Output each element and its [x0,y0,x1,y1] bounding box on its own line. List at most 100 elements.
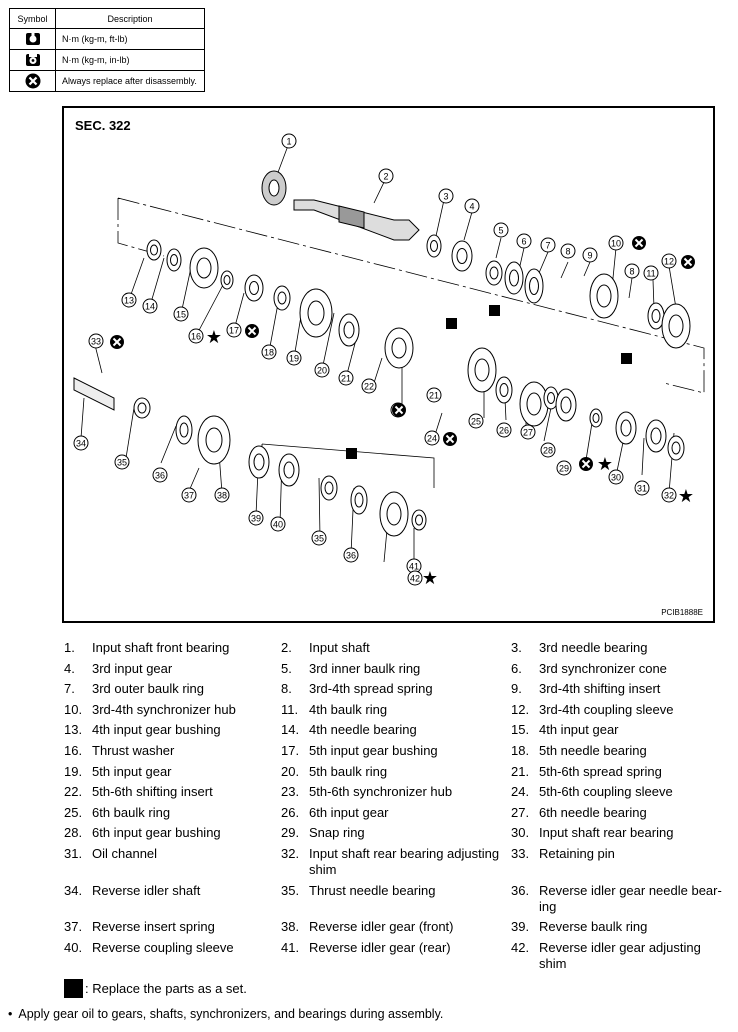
svg-text:16: 16 [191,332,201,342]
part-item: 24.5th-6th coupling sleeve [511,784,728,800]
part-ring-bore [415,514,423,526]
part-name: Reverse coupling sleeve [92,939,234,955]
always-replace-icon [110,335,124,349]
callout-19: 19 [286,350,302,366]
part-name: Thrust needle bearing [309,882,436,898]
part-name: Input shaft [309,640,370,655]
always-replace-icon [245,324,259,338]
part-name: Retaining pin [539,845,615,861]
svg-text:33: 33 [91,337,101,347]
part-name: 4th input gear [539,722,619,738]
part-item: 23.5th-6th synchronizer hub [281,784,511,800]
part-ring-bore [668,314,684,338]
part-number: 11. [281,701,299,717]
part-number: 32. [281,845,300,861]
part-name: Thrust washer [92,742,175,758]
legend-text: : Replace the parts as a set. [85,981,247,996]
part-number: 18. [511,742,530,758]
part-number: 21. [511,763,530,779]
part-name: Input shaft front bearing [92,640,230,655]
part-name: 4th input gear bushing [92,722,221,738]
part-item: 39.Reverse baulk ring [511,919,728,935]
part-number: 34. [64,882,83,898]
symbol-table: Symbol Description N·m (kg-m, ft-lb) N·m… [9,8,205,92]
set-marker [446,318,457,329]
part-item: 12.3rd-4th coupling sleeve [511,702,728,718]
part-ring-bore [547,392,555,404]
set-marker [346,448,357,459]
symbol-header: Symbol [9,8,56,29]
callout-34: 34 [73,435,89,451]
part-name: Reverse insert spring [92,919,215,935]
part-item: 15. 4th input gear [511,722,728,738]
always-replace-icon [25,73,40,89]
part-name: 3rd input gear [92,660,173,676]
part-item: 25.6th baulk ring [64,805,281,821]
part-ring-bore [324,481,334,495]
callout-35: 35 [311,530,327,546]
svg-text:30: 30 [611,473,621,483]
part-item: 37.Reverse insert spring [64,919,281,935]
callout-7: 7 [540,237,556,253]
callout-42: 42 [407,570,423,586]
callout-15: 15 [173,306,189,322]
diagram-svg: 1234567891011121314151617181920212223242… [73,133,705,589]
callout-39: 39 [248,510,264,526]
part-item: 6.3rd synchronizer cone [511,661,728,677]
svg-text:8: 8 [629,267,634,277]
part-ring-bore [671,441,681,455]
star-icon: ★ [678,486,694,507]
set-legend: : Replace the parts as a set. [64,979,247,998]
part-number: 40. [64,939,83,955]
star-icon: ★ [206,327,222,348]
svg-text:8: 8 [565,247,570,257]
part-number: 16. [64,742,83,758]
part-number: 30. [511,825,530,841]
callout-9: 9 [582,247,598,263]
svg-text:21: 21 [429,391,439,401]
part-name: Reverse idler shaft [92,882,201,898]
part-item: 5.3rd inner baulk ring [281,661,511,677]
callout-24: 24 [424,430,440,446]
part-ring-bore [526,392,542,416]
always-replace-icon [392,403,406,417]
always-replace-icon [443,432,457,446]
note-bullet: • [8,1007,13,1021]
part-number: 29. [281,825,300,841]
callout-35: 35 [114,454,130,470]
part-name: 5th input gear [92,763,172,779]
svg-text:22: 22 [364,382,374,392]
part-item: 38.Reverse idler gear (front) [281,919,511,935]
svg-text:20: 20 [317,366,327,376]
part-ring-bore [150,244,158,256]
part-number: 15. [511,722,530,738]
reverse-idler-shaft-drawing [73,377,115,411]
part-item: 26.6th input gear [281,805,511,821]
svg-text:31: 31 [637,484,647,494]
set-markers [346,305,632,459]
part-ring-bore [386,502,402,526]
part-number: 19. [64,763,83,779]
callout-10: 10 [608,235,624,251]
part-item: 36.Reverse idler gear needle bear-ing [511,883,728,915]
callout-14: 14 [142,298,158,314]
part-name: Input shaft rear bearing adjusting shim [309,845,500,877]
part-ring-bore [529,277,539,295]
part-number: 36. [511,882,530,898]
svg-text:38: 38 [217,491,227,501]
part-item: 9.3rd-4th shifting insert [511,681,728,697]
svg-text:15: 15 [176,310,186,320]
callout-17: 17 [226,322,242,338]
callout-8: 8 [624,263,640,279]
part-number: 10. [64,701,83,717]
svg-text:40: 40 [273,520,283,530]
part-item: 19. 5th input gear [64,764,281,780]
svg-text:32: 32 [664,491,674,501]
part-ring-bore [179,422,189,438]
